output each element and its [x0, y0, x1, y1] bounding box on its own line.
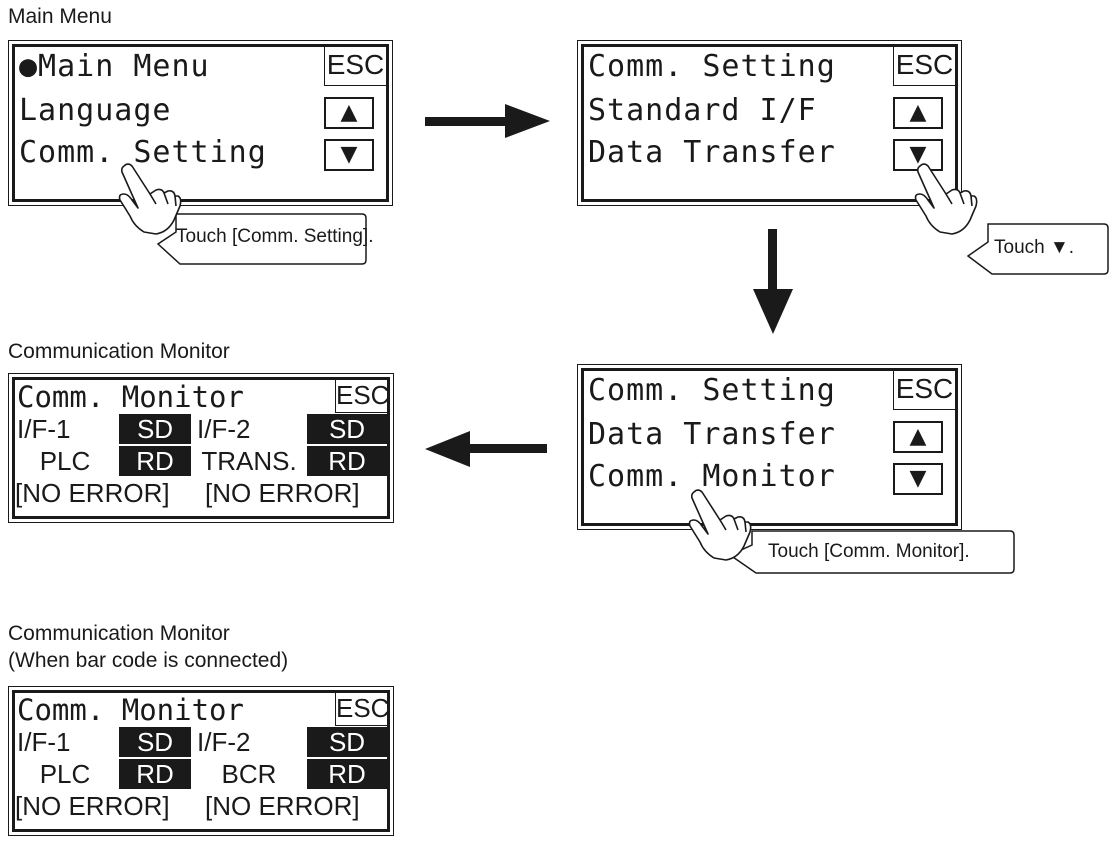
if2-label: I/F-2 — [197, 414, 251, 444]
caption-comm-monitor-bcr-line1: Communication Monitor — [8, 622, 230, 645]
pointing-hand-icon — [688, 489, 752, 561]
callout-touch-comm-setting: Touch [Comm. Setting]. — [118, 210, 373, 270]
caption-main-menu: Main Menu — [8, 5, 112, 28]
callout-touch-comm-monitor: Touch [Comm. Monitor]. — [700, 527, 1020, 579]
comm-monitor-title: Comm. Monitor — [17, 693, 244, 727]
caption-comm-monitor: Communication Monitor — [8, 340, 230, 363]
esc-button[interactable]: ESC — [335, 693, 387, 726]
scroll-down-button[interactable]: ▼ — [324, 139, 374, 171]
esc-button[interactable]: ESC — [335, 380, 387, 413]
scroll-down-button[interactable]: ▼ — [893, 463, 943, 495]
scroll-up-button[interactable]: ▲ — [893, 421, 943, 453]
callout-text: Touch [Comm. Setting]. — [176, 226, 374, 247]
esc-button[interactable]: ESC — [324, 47, 386, 86]
menu-item-comm-setting[interactable]: Comm. Setting — [19, 135, 267, 170]
callout-text: Touch [Comm. Monitor]. — [768, 541, 970, 562]
arrow-left-icon — [425, 431, 547, 467]
main-menu-screen: ●Main Menu ESC Language Comm. Setting ▲ … — [8, 40, 393, 206]
comm-setting-title: Comm. Setting — [588, 49, 836, 84]
if2-device: BCR — [221, 759, 277, 789]
menu-item-language[interactable]: Language — [19, 93, 172, 128]
comm-monitor-screen: Comm. Monitor ESC I/F-1 SD I/F-2 SD PLC … — [8, 373, 394, 523]
scroll-up-button[interactable]: ▲ — [324, 97, 374, 129]
main-menu-title: ●Main Menu — [19, 49, 210, 84]
comm-monitor-title: Comm. Monitor — [17, 380, 244, 414]
if1-error-status: [NO ERROR] — [15, 478, 170, 508]
arrow-right-icon — [425, 104, 550, 138]
comm-setting-screen-1: Comm. Setting ESC Standard I/F Data Tran… — [577, 40, 962, 206]
if2-device: TRANS. — [201, 446, 297, 476]
comm-setting-title: Comm. Setting — [588, 373, 836, 408]
menu-item-standard-if[interactable]: Standard I/F — [588, 93, 817, 128]
if2-sd-indicator: SD — [307, 414, 387, 444]
if2-error-status: [NO ERROR] — [205, 478, 360, 508]
if1-device: PLC — [39, 446, 91, 476]
if1-sd-indicator: SD — [119, 727, 191, 757]
if2-rd-indicator: RD — [307, 446, 387, 476]
if2-label: I/F-2 — [197, 727, 251, 757]
if1-error-status: [NO ERROR] — [15, 791, 170, 821]
menu-item-data-transfer[interactable]: Data Transfer — [588, 417, 836, 452]
menu-item-comm-monitor[interactable]: Comm. Monitor — [588, 459, 836, 494]
if1-rd-indicator: RD — [119, 446, 191, 476]
pointing-hand-icon — [914, 163, 978, 235]
if2-sd-indicator: SD — [307, 727, 387, 757]
pointing-hand-icon — [118, 163, 182, 235]
comm-setting-screen-2: Comm. Setting ESC Data Transfer Comm. Mo… — [577, 364, 962, 530]
if1-rd-indicator: RD — [119, 759, 191, 789]
callout-touch-down: Touch ▼. — [940, 216, 1110, 278]
if1-label: I/F-1 — [17, 414, 71, 444]
esc-button[interactable]: ESC — [893, 47, 955, 86]
if1-label: I/F-1 — [17, 727, 71, 757]
if2-error-status: [NO ERROR] — [205, 791, 360, 821]
if1-device: PLC — [39, 759, 91, 789]
comm-monitor-bcr-screen: Comm. Monitor ESC I/F-1 SD I/F-2 SD PLC … — [8, 686, 394, 836]
if1-sd-indicator: SD — [119, 414, 191, 444]
caption-comm-monitor-bcr-line2: (When bar code is connected) — [8, 649, 289, 672]
esc-button[interactable]: ESC — [893, 371, 955, 410]
menu-item-data-transfer[interactable]: Data Transfer — [588, 135, 836, 170]
arrow-down-icon — [753, 229, 793, 334]
callout-text: Touch ▼. — [994, 237, 1075, 258]
scroll-up-button[interactable]: ▲ — [893, 97, 943, 129]
if2-rd-indicator: RD — [307, 759, 387, 789]
